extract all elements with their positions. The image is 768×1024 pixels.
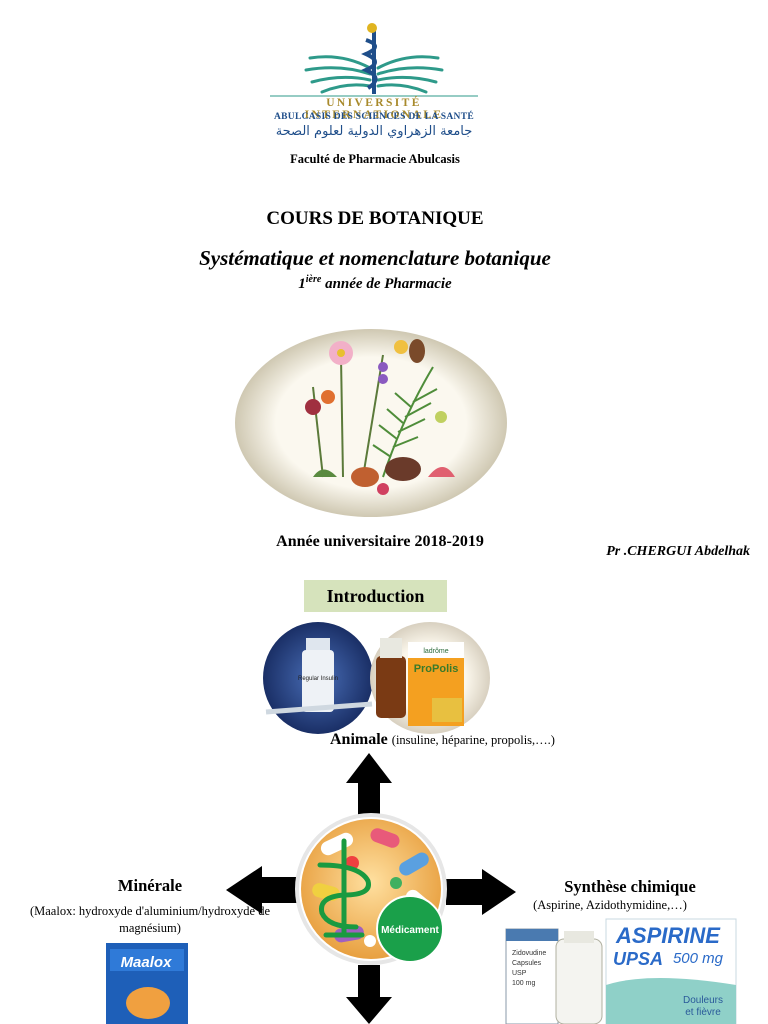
minerale-description: (Maalox: hydroxyde d'aluminium/hydroxyde… <box>29 904 271 935</box>
animale-label: Animale <box>330 731 388 748</box>
university-name-line2: ABULCASIS DES SCIENCES DE LA SANTÉ <box>273 112 474 122</box>
animale-description: (insuline, héparine, propolis,….) <box>391 733 555 747</box>
azt-label-3: USP <box>512 970 527 977</box>
study-year: 1ière année de Pharmacie <box>200 274 550 293</box>
university-logo <box>270 23 478 97</box>
source-animale: Animale (insuline, héparine, propolis,….… <box>330 731 630 749</box>
azt-label-2: Capsules <box>512 960 542 967</box>
propolis-name: ProPolis <box>414 663 459 675</box>
medicine-sources-diagram: Médicament Maalox Zidovudine Capsules US… <box>106 753 737 1024</box>
university-name-arabic: جامعة الزهراوي الدولية لعلوم الصحة <box>275 124 473 139</box>
section-heading-introduction: Introduction <box>304 580 447 612</box>
arrow-down-icon <box>346 965 392 1024</box>
academic-year: Année universitaire 2018-2019 <box>276 533 484 550</box>
minerale-label: Minérale <box>117 876 183 895</box>
professor-name: Pr .CHERGUI Abdelhak <box>606 544 750 559</box>
arrow-left-icon <box>226 866 298 914</box>
arrow-right-icon <box>446 869 516 915</box>
university-name-line1: UNIVERSITÉ INTERNATIONALE <box>304 97 444 121</box>
maalox-photo: Maalox <box>106 943 188 1024</box>
aspirin-note-1: Douleurs <box>683 995 723 1006</box>
caduceus-icon <box>317 838 371 938</box>
aspirin-dose: 500 mg <box>673 950 724 967</box>
azt-label-4: 100 mg <box>512 980 535 987</box>
aspirin-brand: UPSA <box>613 949 663 969</box>
plants-illustration <box>235 329 507 517</box>
course-title: COURS DE BOTANIQUE <box>266 208 484 229</box>
propolis-brand: ladrôme <box>423 648 448 655</box>
insulin-label: Regular Insulin <box>298 676 338 682</box>
animal-products-photo: Regular Insulin ladrôme ProPolis <box>263 622 490 734</box>
study-year-sup: ière <box>305 274 322 285</box>
synthese-label: Synthèse chimique <box>564 877 696 896</box>
maalox-name: Maalox <box>121 954 173 971</box>
synthese-description: (Aspirine, Azidothymidine,…) <box>533 898 687 912</box>
aspirin-name: ASPIRINE <box>615 923 721 948</box>
faculty-name: Faculté de Pharmacie Abulcasis <box>290 152 460 166</box>
course-subtitle: Systématique et nomenclature botanique <box>199 246 551 270</box>
aspirin-note-2: et fièvre <box>685 1007 721 1018</box>
study-year-text: année de Pharmacie <box>321 276 452 292</box>
azt-label-1: Zidovudine <box>512 950 546 957</box>
study-year-number: 1 <box>298 276 306 292</box>
synthetic-drugs-photo: Zidovudine Capsules USP 100 mg ASPIRINE … <box>505 918 737 1024</box>
medicament-badge: Médicament <box>381 925 439 936</box>
arrow-up-icon <box>346 753 392 815</box>
